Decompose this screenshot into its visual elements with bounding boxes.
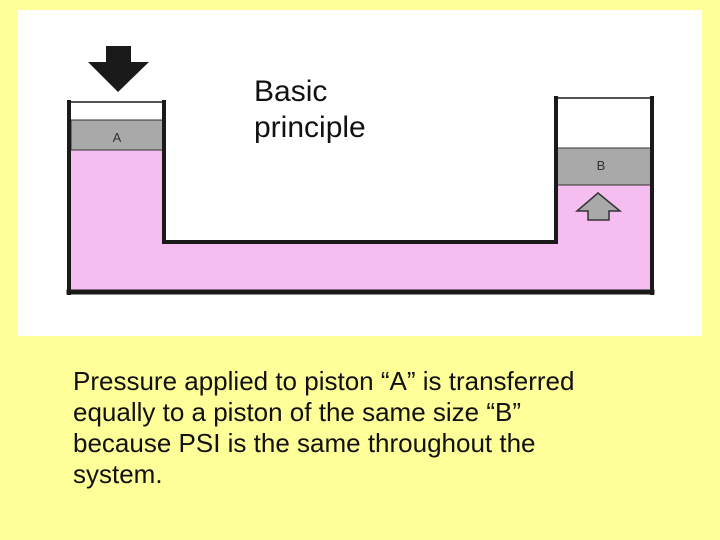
cylinder-b-empty — [557, 98, 651, 148]
piston-a — [70, 119, 164, 151]
piston-a-label: A — [113, 130, 122, 145]
down-arrow-icon — [88, 46, 149, 92]
piston-b — [556, 147, 652, 186]
caption-text: Pressure applied to piston “A” is transf… — [73, 366, 575, 489]
fluid — [71, 150, 651, 291]
up-arrow-icon — [574, 192, 623, 221]
diagram-title: Basic principle — [254, 75, 366, 144]
vessel-walls — [66, 96, 655, 295]
piston-b-label: B — [597, 158, 606, 173]
cylinder-a-empty — [71, 102, 163, 120]
